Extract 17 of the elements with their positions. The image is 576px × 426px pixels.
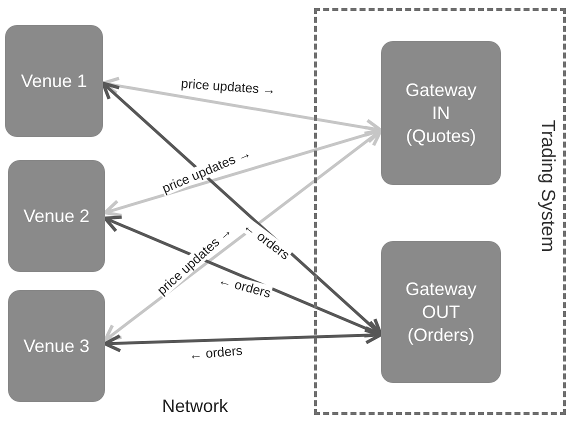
box-label: Venue 1 xyxy=(20,70,88,92)
box-label: Gateway OUT (Orders) xyxy=(404,278,478,346)
group-title: Trading System xyxy=(536,120,558,252)
system-boundary xyxy=(314,8,566,415)
double-arrow xyxy=(103,326,383,352)
process-box xyxy=(381,241,501,383)
box-label: Venue 3 xyxy=(23,334,90,358)
region-label: Network xyxy=(162,396,228,417)
process-box xyxy=(5,25,103,137)
double-arrow xyxy=(101,82,383,336)
process-box xyxy=(8,290,105,402)
double-arrow xyxy=(103,128,383,342)
box-label: Venue 2 xyxy=(23,204,90,228)
double-arrow xyxy=(101,76,383,137)
process-box xyxy=(8,160,105,272)
process-box xyxy=(381,41,501,185)
box-label: Gateway IN (Quotes) xyxy=(404,78,478,148)
